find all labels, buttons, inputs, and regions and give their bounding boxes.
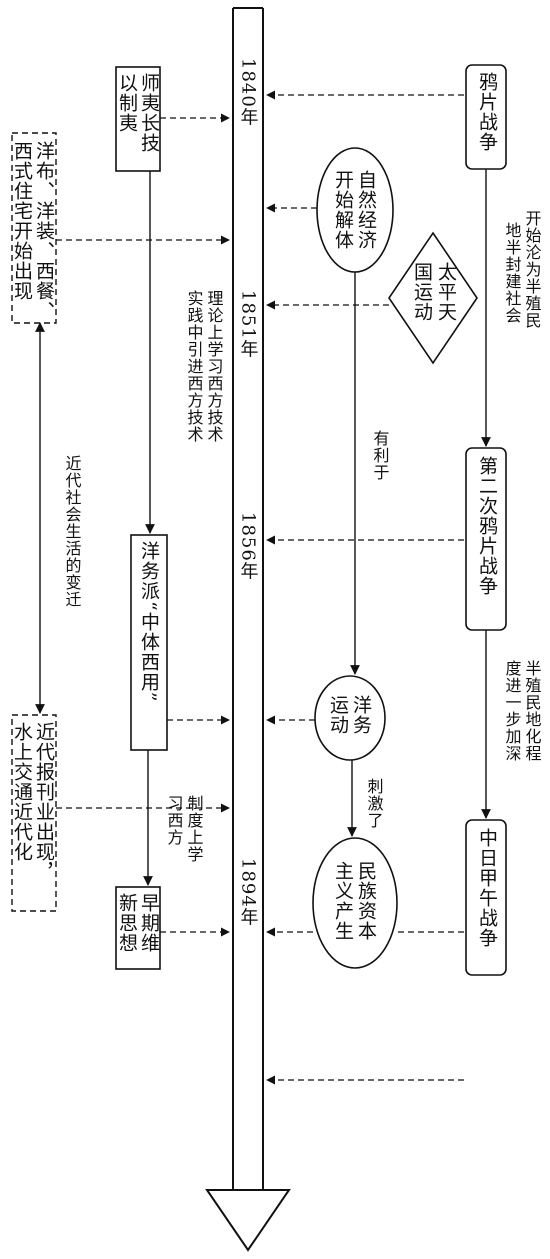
social-box-1 xyxy=(11,132,57,324)
economy-west-line2: 运动 xyxy=(327,695,349,735)
social-box-2 xyxy=(11,714,57,912)
event-diamond-taiping xyxy=(388,231,478,365)
label-deepen-1: 半殖民地化程 xyxy=(523,660,542,762)
dashed-connectors xyxy=(56,90,464,1085)
thought-westernization-school: 洋务派“中体西用” xyxy=(138,541,160,703)
event-taiping-line1: 太平天 xyxy=(435,262,457,322)
label-theory-2: 实践中引进西方技术 xyxy=(185,290,204,443)
label-theory-1: 理论上学习西方技术 xyxy=(205,290,224,443)
label-semi-colonial-1: 开始沦为半殖民 xyxy=(523,210,542,329)
social-box1-line2: 西式住宅开始出现 xyxy=(11,141,33,301)
economy-ellipse-westernization xyxy=(314,675,386,761)
timeline-arrow xyxy=(205,7,291,1252)
economy-natural-line2: 开始解体 xyxy=(332,170,354,250)
social-box2-line1: 近代报刊业出现， xyxy=(33,722,55,882)
year-1856: 1856年 xyxy=(238,512,259,581)
label-semi-colonial-2: 地半封建社会 xyxy=(503,222,522,324)
event-second-opium-war: 第二次鸦片战争 xyxy=(476,456,498,596)
label-stimulated: 刺激了 xyxy=(365,778,384,829)
thought-box-westernization-school xyxy=(130,534,168,751)
economy-west-line1: 洋务 xyxy=(350,695,372,735)
economy-cap-line2: 主义产生 xyxy=(332,861,354,941)
label-favorable: 有利于 xyxy=(371,430,390,481)
thought-early-reform-line1: 早期维 xyxy=(138,893,160,953)
year-1840: 1840年 xyxy=(238,58,259,127)
event-taiping-line2: 国运动 xyxy=(411,262,433,322)
social-box2-line2: 水上交通近代化 xyxy=(11,722,33,862)
event-box-sino-japanese-war xyxy=(465,819,507,976)
social-box1-line1: 洋布、洋装、西餐、 xyxy=(33,141,55,321)
economy-ellipse-capitalism xyxy=(312,837,398,969)
event-sino-japanese-war: 中日甲午战争 xyxy=(476,828,498,948)
event-opium-war: 鸦片战争 xyxy=(476,72,498,152)
label-system-2: 习西方 xyxy=(165,795,184,846)
year-1894: 1894年 xyxy=(238,858,259,927)
thought-box-learn-west xyxy=(115,66,161,172)
label-deepen-2: 度进一步加深 xyxy=(503,660,522,762)
label-social-change: 近代社会生活的变迁 xyxy=(63,455,82,608)
thought-box-early-reform xyxy=(115,886,161,970)
thought-learn-west-line1: 师夷长技 xyxy=(138,73,160,153)
economy-cap-line1: 民族资本 xyxy=(355,861,377,941)
economy-natural-line1: 自然经济 xyxy=(355,170,377,250)
label-system-1: 制度上学 xyxy=(185,795,204,863)
thought-learn-west-line2: 以制夷 xyxy=(116,73,138,133)
thought-early-reform-line2: 新思想 xyxy=(116,893,138,953)
year-1851: 1851年 xyxy=(238,290,259,359)
